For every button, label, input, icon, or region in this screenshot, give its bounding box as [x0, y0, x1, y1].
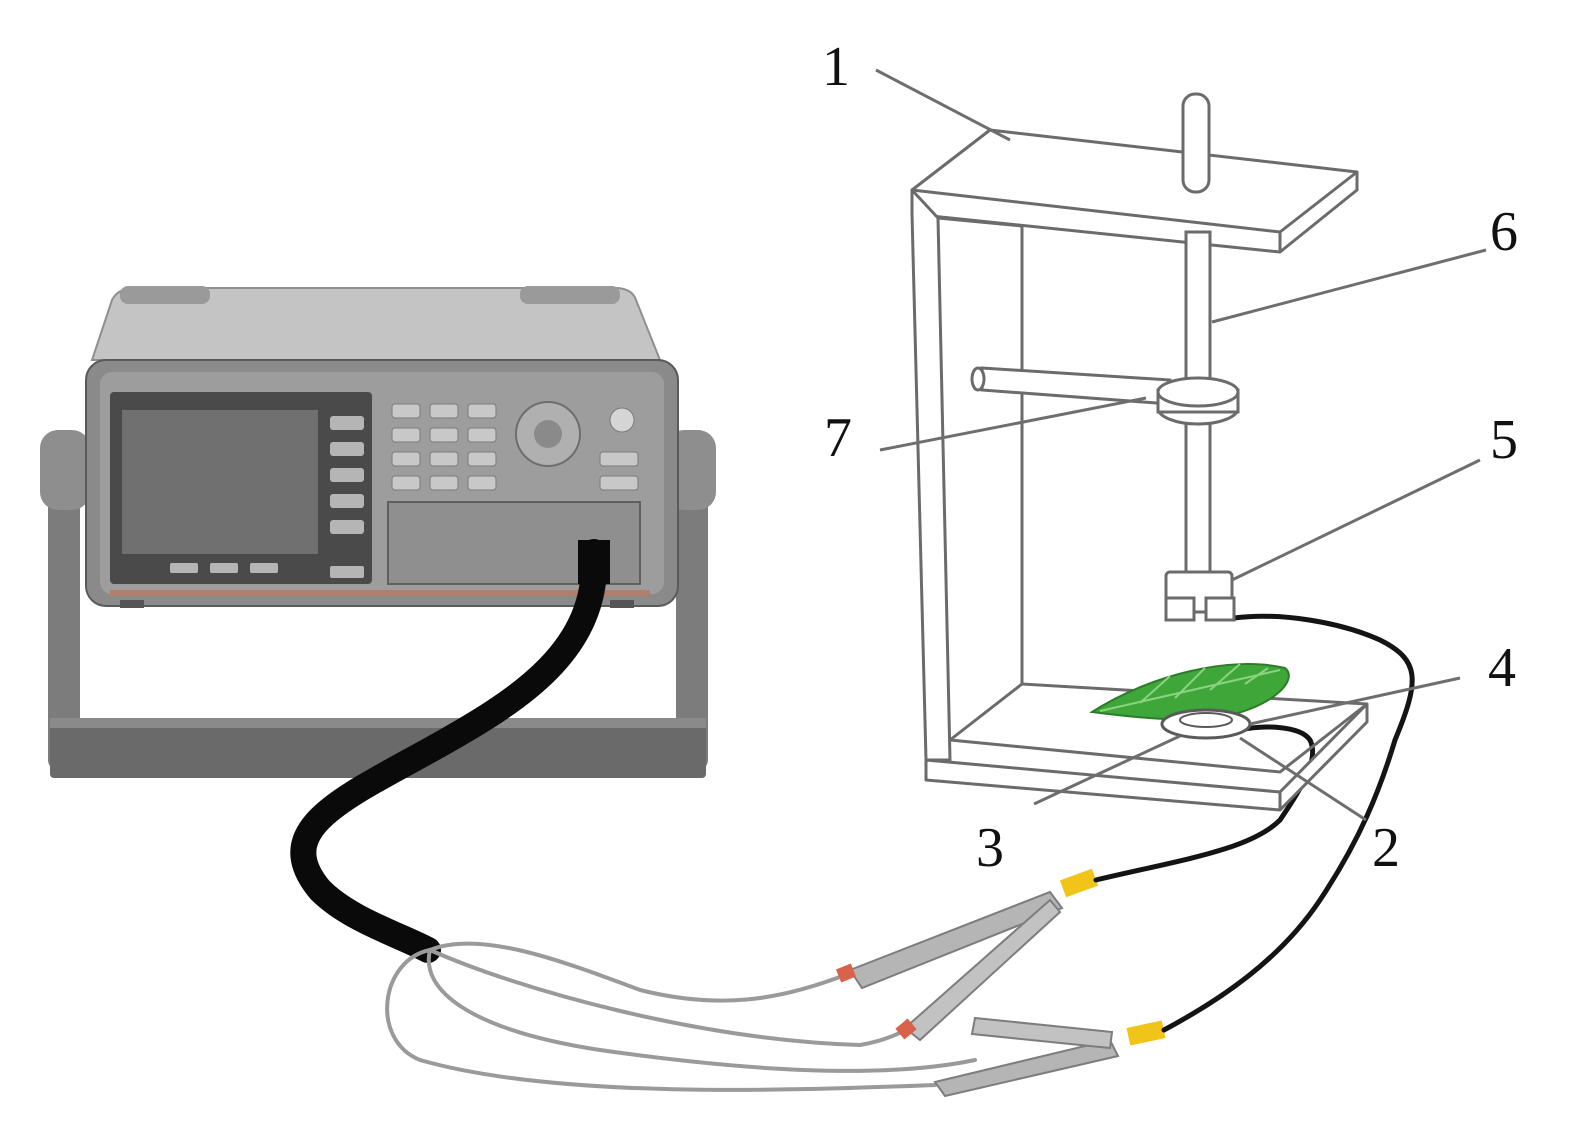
- electrode-wire-upper: [1161, 613, 1415, 1033]
- callout-7: 7: [824, 407, 852, 469]
- screw-rod: [1181, 92, 1212, 594]
- callout-6: 6: [1490, 201, 1518, 263]
- electrode-wire-lower: [1093, 724, 1316, 883]
- softkey-column: [330, 416, 364, 534]
- adjustment-arm: [970, 366, 1240, 426]
- benchtop-instrument: [40, 286, 716, 778]
- leader-lines: [875, 68, 1487, 822]
- softkey-row: [170, 563, 364, 578]
- callout-labels: 1 2 3 4 5 6 7: [822, 36, 1518, 879]
- alligator-clip-lower: [933, 1016, 1166, 1098]
- navigation-wheel-icon: [515, 401, 581, 467]
- lead-wires: [385, 941, 977, 1092]
- callout-4: 4: [1488, 637, 1516, 699]
- leaf-sample-icon: [1089, 663, 1290, 721]
- instrument-keypad: [391, 403, 639, 491]
- callout-2: 2: [1372, 817, 1400, 879]
- instrument-cable: [290, 539, 608, 963]
- alligator-clip-upper: [835, 868, 1099, 1042]
- c-frame-fixture: [910, 128, 1369, 812]
- callout-5: 5: [1490, 409, 1518, 471]
- upper-electrode-block: [1164, 570, 1236, 622]
- instrument-display: [122, 410, 318, 554]
- lower-electrode-disk: [1160, 708, 1252, 740]
- power-button-icon: [609, 407, 635, 433]
- callout-3: 3: [976, 817, 1004, 879]
- callout-1: 1: [822, 36, 850, 98]
- instrument-carry-handle: [40, 430, 716, 778]
